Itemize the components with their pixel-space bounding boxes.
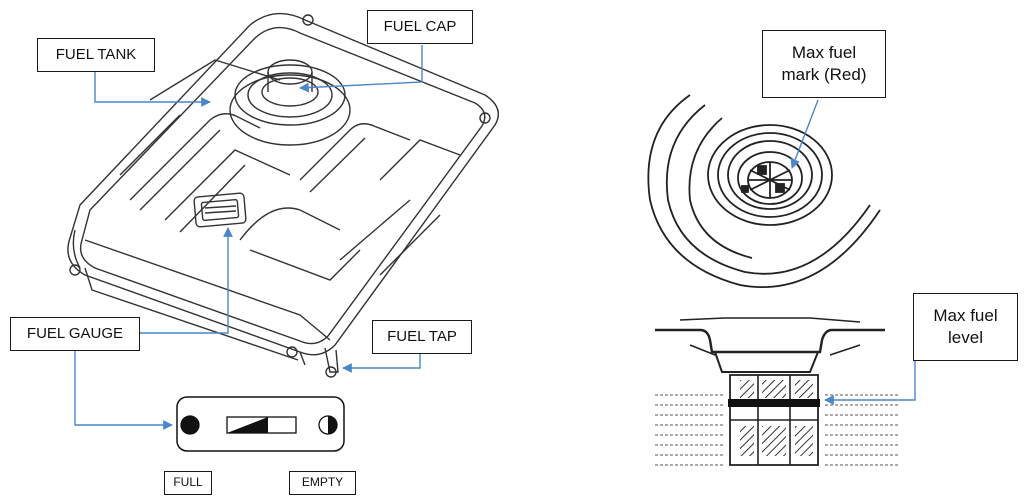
fuel-tap-arrow <box>342 352 421 373</box>
full-symbol-icon <box>181 416 190 434</box>
filler-neck-cross-section <box>655 317 900 466</box>
full-label: FULL <box>164 471 212 495</box>
max-fuel-mark-arrow <box>790 99 819 169</box>
fuel-cap-label: FUEL CAP <box>367 10 473 44</box>
fuel-cap-arrow <box>299 45 423 93</box>
fuel-tank-arrow <box>94 70 211 107</box>
max-fuel-mark-line2: mark (Red) <box>781 65 867 84</box>
fuel-gauge-indicator-arrow <box>74 350 173 430</box>
max-fuel-level-line1: Max fuel <box>933 305 998 325</box>
fuel-tank-drawing <box>67 12 499 378</box>
fuel-gauge-arrow <box>130 227 233 334</box>
max-fuel-level-arrow <box>824 345 916 405</box>
fuel-tank-label: FUEL TANK <box>37 38 155 72</box>
fuel-gauge-label: FUEL GAUGE <box>10 317 140 351</box>
empty-symbol-icon <box>328 416 337 434</box>
max-fuel-level-bar <box>728 399 820 407</box>
max-fuel-level-line2: level <box>948 328 983 347</box>
max-fuel-mark-line1: Max fuel <box>791 42 857 62</box>
empty-label: EMPTY <box>289 471 356 495</box>
fuel-gauge-indicator <box>176 396 345 452</box>
max-fuel-level-label: Max fuel level <box>913 293 1018 361</box>
max-fuel-mark-label: Max fuel mark (Red) <box>762 30 886 98</box>
fuel-tap-label: FUEL TAP <box>372 320 472 354</box>
fuel-level-wedge-icon <box>227 417 268 433</box>
filler-neck-top-view <box>647 94 881 289</box>
left-leader-arrows <box>74 45 423 430</box>
